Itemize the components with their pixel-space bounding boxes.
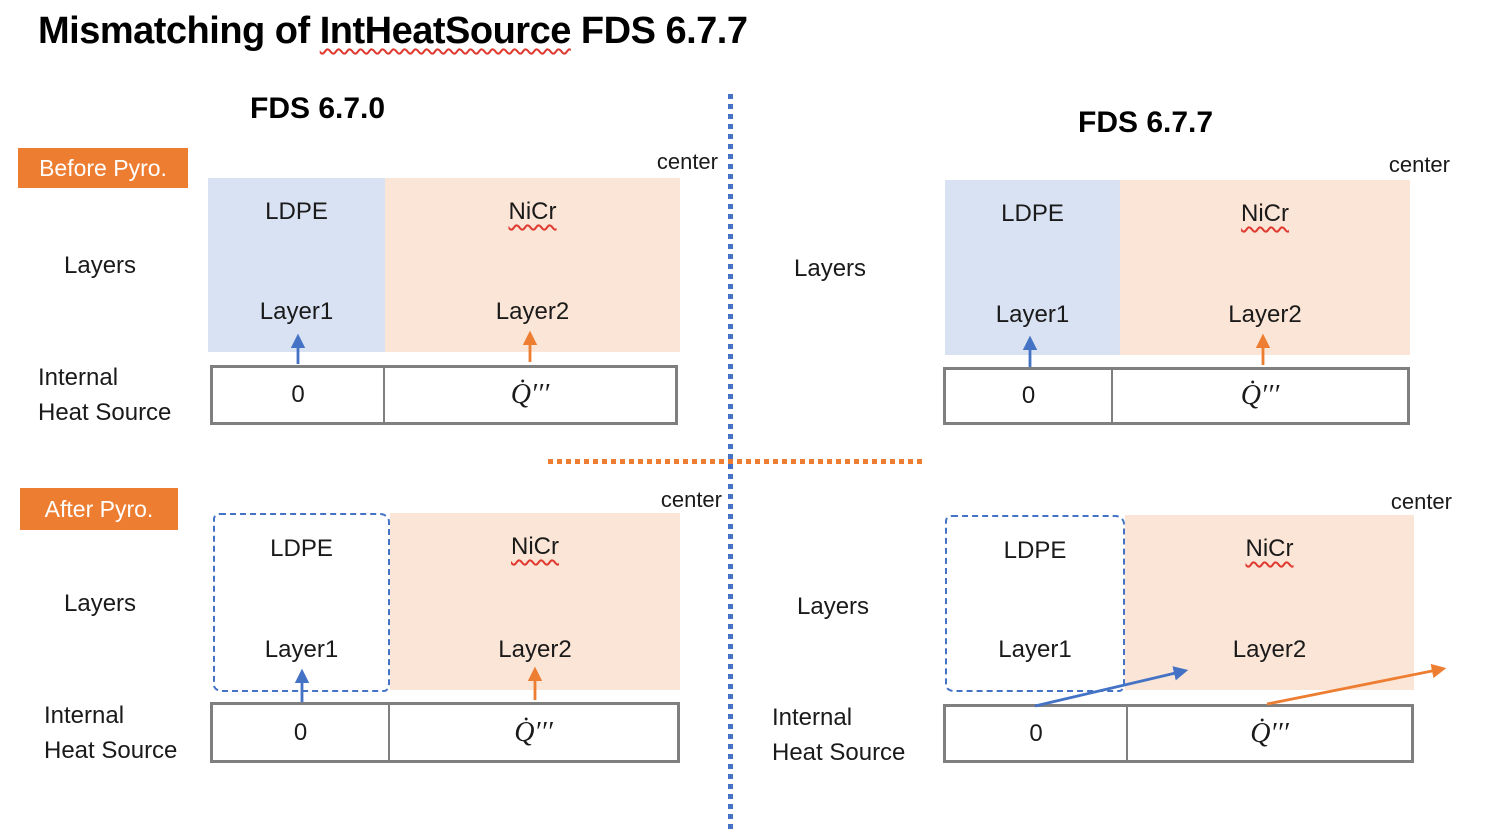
header-fds-677: FDS 6.7.7 [1078, 106, 1214, 139]
page-title: Mismatching of IntHeatSource FDS 6.7.7 [38, 10, 748, 53]
heat-cell-layer2: Q̇′′′ [390, 705, 677, 760]
heat-cell-layer1: 0 [946, 370, 1113, 422]
layer1-cell: LDPE Layer1 [945, 180, 1120, 355]
badge-after-pyro: After Pyro. [20, 488, 178, 530]
heat-cell-layer2: Q̇′′′ [1128, 707, 1411, 760]
center-label: center [656, 149, 718, 174]
qdot-symbol: Q̇′′′ [510, 379, 550, 410]
qdot-symbol: Q̇′′′ [514, 716, 553, 748]
layer2-cell: NiCr Layer2 [1125, 515, 1414, 690]
layer1-cell: LDPE Layer1 [208, 178, 385, 352]
internal-heat-source-line2: Heat Source [44, 737, 178, 764]
layers-label: Layers [64, 252, 137, 279]
layers-label: Layers [797, 593, 870, 620]
internal-heat-source-line1: Internal [772, 704, 853, 731]
internal-heat-source-line1: Internal [38, 364, 119, 391]
heat-cell-layer2: Q̇′′′ [385, 368, 675, 422]
center-label: center [660, 487, 722, 512]
layer1-cell-pyrolyzed: LDPE Layer1 [945, 515, 1125, 692]
heat-cell-layer1: 0 [946, 707, 1128, 760]
layer1-material: LDPE [270, 535, 333, 562]
layer2-cell: NiCr Layer2 [385, 178, 680, 352]
layer2-label: Layer2 [498, 636, 572, 663]
layer1-label: Layer1 [995, 301, 1070, 328]
header-fds-670: FDS 6.7.0 [250, 92, 386, 125]
qdot-symbol: Q̇′′′ [1250, 717, 1289, 749]
internal-heat-source-line2: Heat Source [772, 739, 906, 766]
badge-before-pyro: Before Pyro. [18, 148, 188, 188]
layer1-label: Layer1 [264, 636, 339, 663]
layer1-material: LDPE [1001, 200, 1064, 227]
layers-label: Layers [794, 255, 867, 282]
layer1-material: LDPE [1003, 537, 1067, 564]
layer1-label: Layer1 [998, 636, 1072, 663]
title-prefix: Mismatching of [38, 10, 320, 52]
layer2-cell: NiCr Layer2 [1120, 180, 1410, 355]
layer1-material: LDPE [265, 198, 328, 225]
internal-heat-source-label: Internal Heat Source [772, 700, 905, 770]
layer2-material: NiCr [1241, 200, 1289, 227]
layer2-material: NiCr [511, 533, 559, 560]
layer1-label: Layer1 [259, 298, 334, 325]
layer2-cell: NiCr Layer2 [390, 513, 680, 690]
layers-box: LDPE Layer1 NiCr Layer2 [208, 178, 680, 352]
heat-source-table: 0 Q̇′′′ [210, 702, 680, 763]
qdot-symbol: Q̇′′′ [1240, 380, 1280, 411]
heat-cell-layer1: 0 [213, 368, 385, 422]
center-label: center [1390, 489, 1452, 514]
horizontal-dotted-divider [548, 459, 922, 464]
heat-source-table: 0 Q̇′′′ [943, 704, 1414, 763]
center-label: center [1388, 152, 1450, 177]
title-suffix: FDS 6.7.7 [570, 10, 748, 52]
layers-box: LDPE Layer1 NiCr Layer2 [945, 180, 1410, 355]
heat-source-table: 0 Q̇′′′ [943, 367, 1410, 425]
heat-source-table: 0 Q̇′′′ [210, 365, 678, 425]
layer2-label: Layer2 [1232, 636, 1307, 663]
title-misspelled-word: IntHeatSource [319, 10, 572, 52]
internal-heat-source-label: Internal Heat Source [44, 698, 177, 768]
heat-cell-layer2: Q̇′′′ [1113, 370, 1407, 422]
layer2-label: Layer2 [495, 298, 570, 325]
layer2-label: Layer2 [1228, 301, 1302, 328]
internal-heat-source-line1: Internal [44, 702, 125, 729]
layer1-cell-pyrolyzed: LDPE Layer1 [213, 513, 390, 692]
internal-heat-source-line2: Heat Source [38, 399, 172, 426]
heat-cell-layer1: 0 [213, 705, 390, 760]
layer2-material: NiCr [508, 198, 557, 225]
layer2-material: NiCr [1245, 535, 1294, 562]
internal-heat-source-label: Internal Heat Source [38, 360, 171, 430]
layers-label: Layers [64, 590, 137, 617]
